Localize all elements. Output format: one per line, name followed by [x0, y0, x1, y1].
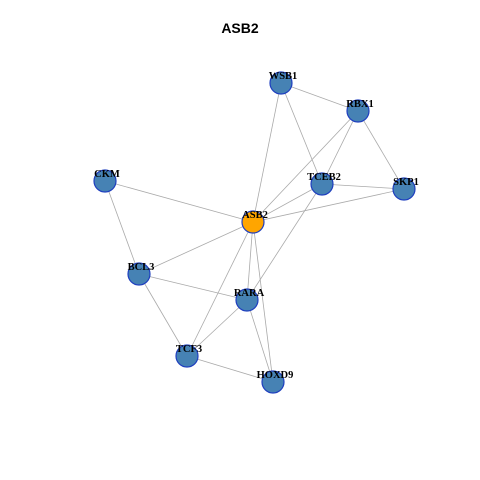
node-circle-rara — [235, 288, 259, 312]
node-hoxd9: HOXD9 — [257, 370, 294, 394]
node-label-bcl3: BCL3 — [128, 262, 155, 273]
node-circle-wsb1 — [269, 71, 293, 95]
edge-asb2-rara — [246, 221, 254, 301]
node-rbx1: RBX1 — [346, 99, 374, 123]
node-asb2: ASB2 — [241, 210, 268, 234]
edge-tceb2-rara — [246, 183, 323, 301]
node-label-hoxd9: HOXD9 — [257, 370, 294, 381]
edge-tceb2-skp1 — [321, 183, 405, 190]
edge-rara-tcf3 — [186, 299, 248, 357]
node-bcl3: BCL3 — [127, 262, 155, 286]
node-circle-rbx1 — [346, 99, 370, 123]
edge-rbx1-skp1 — [357, 110, 405, 190]
edge-ckm-bcl3 — [104, 180, 140, 275]
edge-wsb1-asb2 — [252, 82, 282, 223]
node-label-skp1: SKP1 — [393, 177, 419, 188]
edge-bcl3-rara — [138, 273, 248, 301]
node-circle-asb2 — [241, 210, 265, 234]
node-rara: RARA — [234, 288, 265, 312]
node-label-tceb2: TCEB2 — [307, 172, 341, 183]
edge-rbx1-tceb2 — [321, 110, 359, 185]
node-label-rbx1: RBX1 — [346, 99, 373, 110]
edges-layer — [104, 82, 405, 383]
edge-tceb2-asb2 — [252, 183, 323, 223]
node-circle-ckm — [93, 169, 117, 193]
node-label-ckm: CKM — [94, 169, 120, 180]
node-circle-hoxd9 — [261, 370, 285, 394]
node-label-tcf3: TCF3 — [176, 344, 202, 355]
node-skp1: SKP1 — [392, 177, 419, 201]
edge-ckm-asb2 — [104, 180, 254, 223]
edge-skp1-asb2 — [252, 188, 405, 223]
edge-asb2-tcf3 — [186, 221, 254, 357]
edge-tcf3-hoxd9 — [186, 355, 274, 383]
edge-asb2-hoxd9 — [252, 221, 274, 383]
edge-wsb1-rbx1 — [280, 82, 359, 112]
node-tceb2: TCEB2 — [307, 172, 341, 196]
node-label-wsb1: WSB1 — [269, 71, 298, 82]
edge-asb2-bcl3 — [138, 221, 254, 275]
node-ckm: CKM — [93, 169, 120, 193]
node-label-rara: RARA — [234, 288, 265, 299]
node-circle-tcf3 — [175, 344, 199, 368]
node-circle-tceb2 — [310, 172, 334, 196]
node-circle-bcl3 — [127, 262, 151, 286]
edge-rbx1-asb2 — [252, 110, 359, 223]
edge-wsb1-tceb2 — [280, 82, 323, 185]
node-label-asb2: ASB2 — [242, 210, 268, 221]
graph-title: ASB2 — [221, 20, 259, 36]
edge-bcl3-tcf3 — [138, 273, 188, 357]
edge-rara-hoxd9 — [246, 299, 274, 383]
node-wsb1: WSB1 — [269, 71, 298, 95]
node-circle-skp1 — [392, 177, 416, 201]
node-tcf3: TCF3 — [175, 344, 202, 368]
